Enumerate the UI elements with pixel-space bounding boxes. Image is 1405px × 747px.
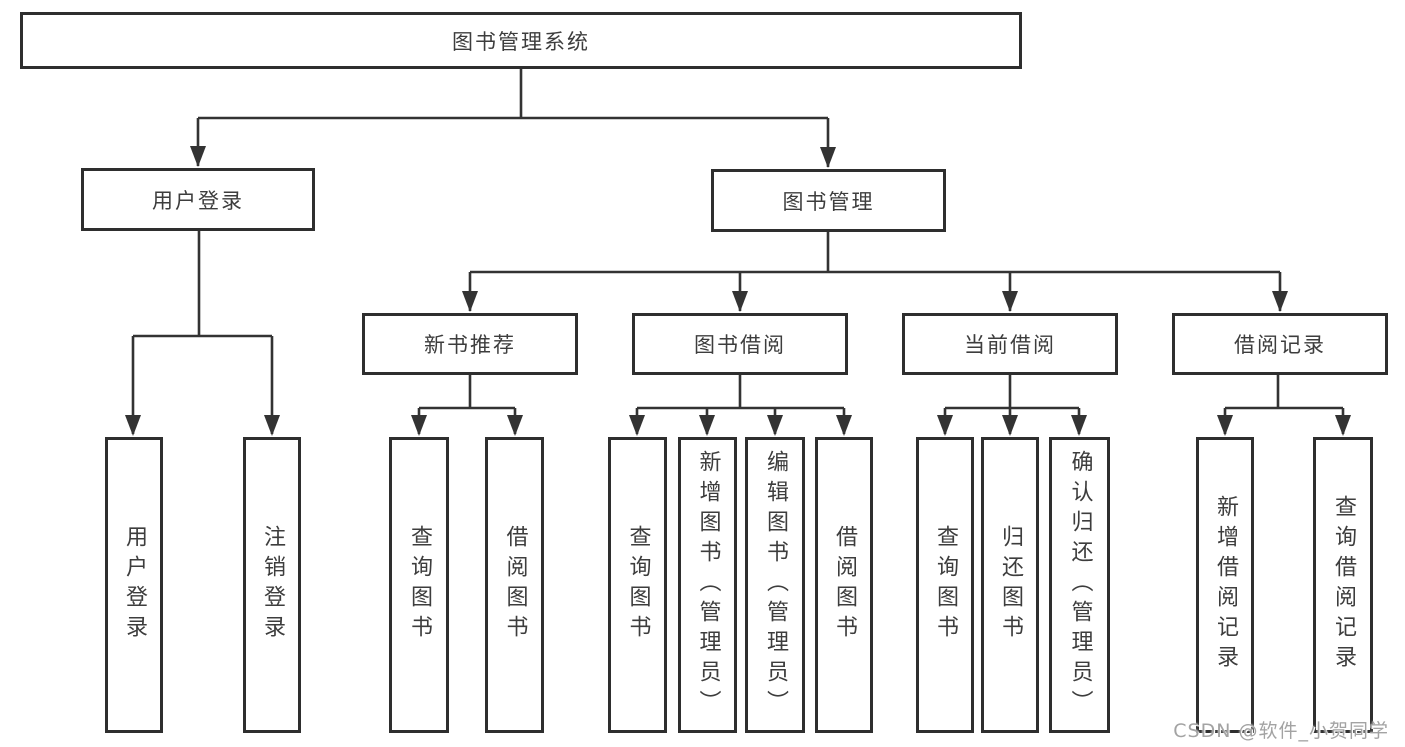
leaf-logout-label: 注销登录: [260, 525, 285, 645]
leaf-add-book-admin: 新增图书（管理员）: [678, 437, 737, 733]
leaf-return-book: 归还图书: [981, 437, 1039, 733]
csdn-watermark: CSDN @软件_小贺同学: [1173, 720, 1389, 742]
node-book-borrow: 图书借阅: [632, 313, 848, 375]
leaf-add-borrow-record: 新增借阅记录: [1196, 437, 1254, 733]
leaf-logout: 注销登录: [243, 437, 301, 733]
node-book-management: 图书管理: [711, 169, 946, 232]
leaf-query-borrow-record-label: 查询借阅记录: [1331, 495, 1356, 675]
node-user-login: 用户登录: [81, 168, 315, 231]
leaf-confirm-return-admin-label: 确认归还（管理员）: [1067, 450, 1093, 720]
leaf-return-book-label: 归还图书: [998, 525, 1023, 645]
leaf-borrow-book-recommend-label: 借阅图书: [502, 525, 528, 645]
node-borrow-record: 借阅记录: [1172, 313, 1388, 375]
leaf-borrow-book-label: 借阅图书: [832, 525, 857, 645]
leaf-borrow-book-recommend: 借阅图书: [485, 437, 544, 733]
leaf-query-book-current-label: 查询图书: [933, 525, 958, 645]
leaf-query-book-recommend-label: 查询图书: [407, 525, 432, 645]
leaf-edit-book-admin: 编辑图书（管理员）: [745, 437, 805, 733]
leaf-confirm-return-admin: 确认归还（管理员）: [1049, 437, 1110, 733]
leaf-borrow-book: 借阅图书: [815, 437, 873, 733]
node-new-book-recommend: 新书推荐: [362, 313, 578, 375]
leaf-user-login: 用户登录: [105, 437, 163, 733]
leaf-edit-book-admin-label: 编辑图书（管理员）: [763, 450, 788, 720]
leaf-query-borrow-record: 查询借阅记录: [1313, 437, 1373, 733]
leaf-query-book-recommend: 查询图书: [389, 437, 449, 733]
node-root: 图书管理系统: [20, 12, 1022, 69]
leaf-add-book-admin-label: 新增图书（管理员）: [695, 450, 721, 720]
leaf-query-book-borrow: 查询图书: [608, 437, 667, 733]
leaf-query-book-borrow-label: 查询图书: [625, 525, 651, 645]
leaf-add-borrow-record-label: 新增借阅记录: [1213, 495, 1238, 675]
leaf-query-book-current: 查询图书: [916, 437, 974, 733]
node-current-borrow: 当前借阅: [902, 313, 1118, 375]
leaf-user-login-label: 用户登录: [122, 525, 147, 645]
